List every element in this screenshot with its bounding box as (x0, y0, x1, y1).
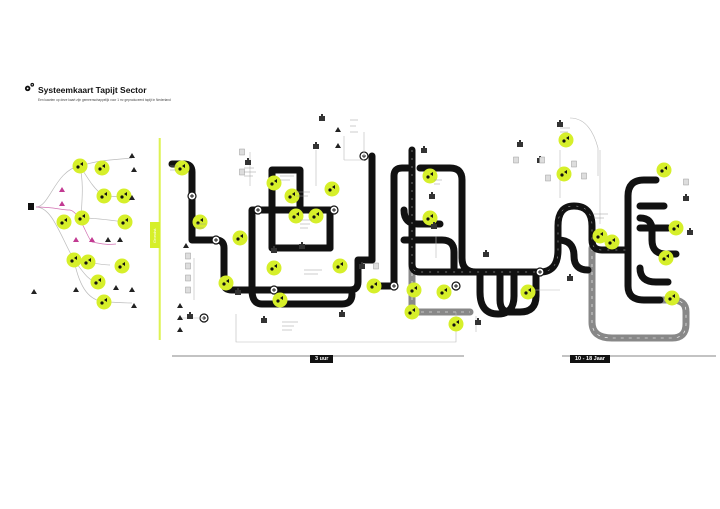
page-subtitle: Een kaarten op deze kaart zijn gemeensch… (38, 97, 171, 102)
source-factory-icon (28, 203, 34, 210)
page-title: Systeemkaart Tapijt Sector (38, 85, 147, 95)
main-flow-path (168, 146, 680, 318)
gears-icon (24, 82, 35, 92)
header: Systeemkaart Tapijt Sector Een kaarten o… (24, 82, 171, 102)
timeline-short-label: 3 uur (310, 355, 334, 363)
timeline-long-label: 10 - 18 Jaar (570, 355, 610, 363)
caption-marks (170, 119, 608, 331)
raw-materials-tree (28, 153, 137, 310)
